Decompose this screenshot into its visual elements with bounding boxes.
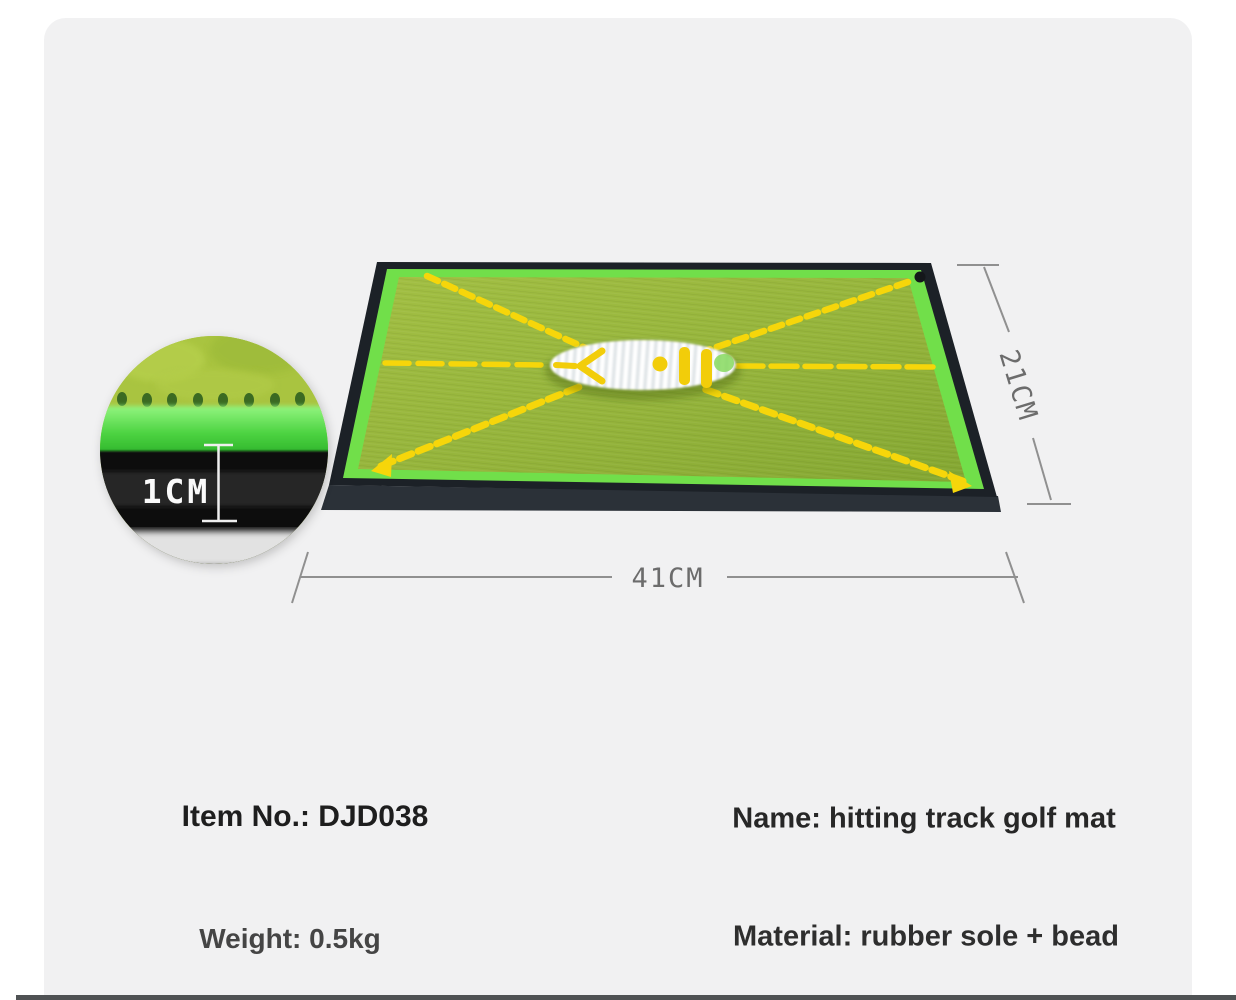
track-line-top-right: [698, 278, 912, 356]
dimension-depth: [957, 264, 1071, 505]
pad-bar-1: [679, 347, 690, 385]
item-number-label: Item No.: DJD038: [181, 800, 429, 833]
pad-ball-dot: [652, 356, 668, 372]
inset-fluff-layer: [100, 406, 328, 456]
center-line-left: [382, 360, 548, 368]
thickness-measure-line: [202, 443, 237, 523]
track-arrow-bottom-left: [371, 454, 392, 477]
pad-entry-line: [553, 362, 578, 369]
center-line-right: [734, 363, 941, 370]
inset-bottom-light: [100, 531, 328, 564]
impact-pad-markings: [553, 347, 734, 388]
product-illustration: 21CM 41CM: [100, 262, 1071, 604]
width-dimension-label: 41CM: [631, 563, 704, 594]
thickness-dimension-label: 1CM: [142, 472, 211, 511]
depth-dimension-label: 21CM: [992, 346, 1043, 425]
dimension-width: [291, 551, 1025, 604]
corner-grommet-dot: [914, 271, 926, 283]
pad-chevron-icon: [576, 347, 606, 385]
pad-bar-2: [701, 349, 712, 388]
mat-yellow-markings: [377, 272, 967, 485]
material-label: Material: rubber sole + bead: [733, 920, 1119, 953]
track-line-top-left: [423, 272, 596, 355]
weight-label: Weight: 0.5kg: [199, 923, 381, 954]
bottom-strip: [16, 995, 1236, 1000]
mat-base-side: [321, 485, 1001, 512]
pad-green-tip: [714, 354, 734, 372]
track-arrow-bottom-right: [949, 471, 972, 493]
track-line-bottom-right: [700, 385, 967, 485]
depth-line-upper: [983, 266, 1010, 333]
track-line-bottom-left: [377, 383, 583, 470]
depth-line-lower: [1032, 437, 1052, 501]
golf-mat-graphic: [321, 262, 1001, 512]
cross-section-inset: 1CM: [100, 336, 328, 564]
product-name-label: Name: hitting track golf mat: [732, 802, 1116, 835]
